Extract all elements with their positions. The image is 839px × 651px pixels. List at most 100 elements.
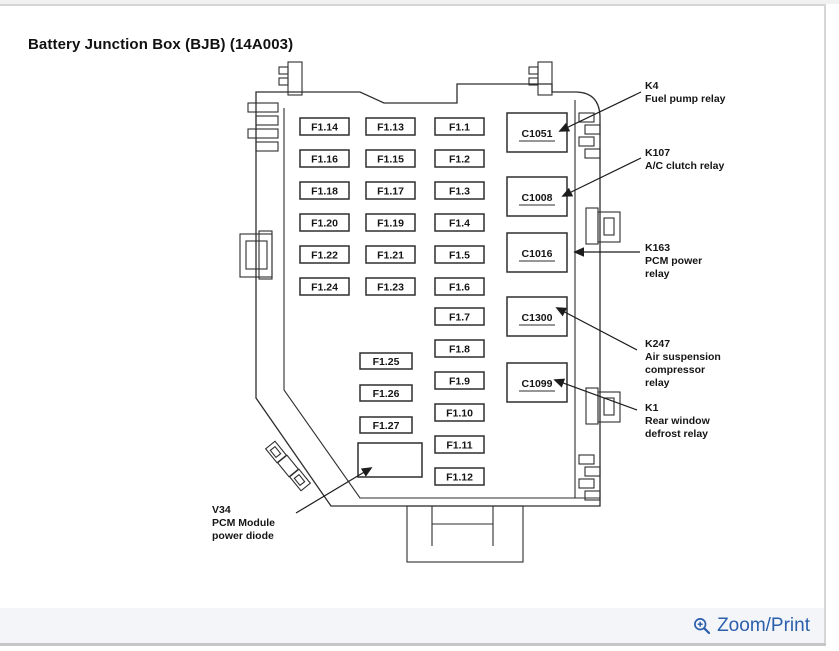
- relay-desc: relay: [645, 377, 670, 389]
- connector-c1008: C1008: [506, 176, 568, 217]
- fuse-label: F1.14: [311, 122, 338, 134]
- relay-id: K107: [645, 147, 670, 159]
- fuse-label: F1.4: [449, 218, 470, 230]
- fuse-f1-26: F1.26: [359, 384, 413, 402]
- callout-k4: K4 Fuel pump relay: [645, 80, 726, 105]
- fuse-label: F1.1: [449, 122, 470, 134]
- fuse-f1-13: F1.13: [365, 117, 416, 136]
- fuse-f1-6: F1.6: [434, 277, 485, 296]
- fuse-column: F1.7 F1.8 F1.9 F1.10 F1.11 F1.12: [434, 307, 485, 486]
- connector-label: C1300: [522, 312, 553, 324]
- diode-id: V34: [212, 504, 231, 516]
- fuse-label: F1.23: [377, 282, 404, 294]
- fuse-label: F1.9: [449, 376, 470, 388]
- fuse-label: F1.15: [377, 154, 404, 166]
- diode-desc: PCM Module: [212, 517, 275, 529]
- footer-bar: Zoom/Print: [0, 608, 824, 643]
- connector-column: C1051 C1008 C1016 C1300 C1099: [506, 112, 568, 403]
- connector-label: C1051: [522, 128, 553, 140]
- callout-k107: K107 A/C clutch relay: [645, 147, 725, 172]
- fuse-f1-9: F1.9: [434, 371, 485, 390]
- connector-c1016: C1016: [506, 232, 568, 273]
- relay-callouts: K4 Fuel pump relay K107 A/C clutch relay…: [212, 80, 726, 542]
- relay-desc: A/C clutch relay: [645, 160, 725, 172]
- fuse-label: F1.8: [449, 344, 470, 356]
- fuse-label: F1.5: [449, 250, 470, 262]
- fuse-label: F1.24: [311, 282, 338, 294]
- fuse-mid-column: F1.25 F1.26 F1.27: [359, 352, 413, 434]
- fuse-label: F1.12: [446, 472, 473, 484]
- fuse-label: F1.13: [377, 122, 404, 134]
- callout-v34: V34 PCM Module power diode: [212, 504, 275, 542]
- page-title: Battery Junction Box (BJB) (14A003): [28, 36, 294, 53]
- callout-k247: K247 Air suspension compressor relay: [645, 338, 721, 389]
- connector-label: C1099: [522, 378, 553, 390]
- fuse-f1-1: F1.1: [434, 117, 485, 136]
- fuse-f1-27: F1.27: [359, 416, 413, 434]
- fuse-label: F1.3: [449, 186, 470, 198]
- relay-desc: compressor: [645, 364, 705, 376]
- fuse-f1-22: F1.22: [299, 245, 350, 264]
- fuse-f1-19: F1.19: [365, 213, 416, 232]
- fuse-f1-16: F1.16: [299, 149, 350, 168]
- relay-id: K163: [645, 242, 670, 254]
- diode-desc: power diode: [212, 530, 274, 542]
- card-border-top: [0, 4, 826, 6]
- fuse-f1-20: F1.20: [299, 213, 350, 232]
- connector-c1099: C1099: [506, 362, 568, 403]
- relay-id: K247: [645, 338, 670, 350]
- fuse-f1-5: F1.5: [434, 245, 485, 264]
- connector-c1051: C1051: [506, 112, 568, 153]
- relay-desc: Fuel pump relay: [645, 93, 726, 105]
- fuse-label: F1.11: [446, 440, 472, 452]
- connector-c1300: C1300: [506, 296, 568, 337]
- page-top-strip: [0, 0, 839, 4]
- fuse-f1-3: F1.3: [434, 181, 485, 200]
- fuse-f1-23: F1.23: [365, 277, 416, 296]
- fuse-label: F1.20: [311, 218, 338, 230]
- fuse-f1-17: F1.17: [365, 181, 416, 200]
- fuse-f1-21: F1.21: [365, 245, 416, 264]
- fuse-f1-4: F1.4: [434, 213, 485, 232]
- callout-k163: K163 PCM power relay: [645, 242, 702, 280]
- fuse-f1-18: F1.18: [299, 181, 350, 200]
- fuse-label: F1.22: [311, 250, 338, 262]
- zoom-print-label: Zoom/Print: [717, 614, 810, 636]
- relay-id: K1: [645, 402, 659, 414]
- connector-label: C1008: [522, 192, 553, 204]
- fuse-label: F1.25: [373, 356, 400, 368]
- connector-label: C1016: [522, 248, 553, 260]
- relay-desc: Air suspension: [645, 351, 721, 363]
- fuse-label: F1.6: [449, 282, 470, 294]
- relay-desc: defrost relay: [645, 428, 708, 440]
- fuse-label: F1.21: [377, 250, 404, 262]
- diode-box-v34: [357, 442, 423, 478]
- fuse-label: F1.18: [311, 186, 338, 198]
- fuse-f1-10: F1.10: [434, 403, 485, 422]
- fuse-f1-11: F1.11: [434, 435, 485, 454]
- fuse-label: F1.16: [311, 154, 338, 166]
- callout-arrows: [295, 91, 642, 514]
- fuse-label: F1.10: [446, 408, 473, 420]
- fuse-f1-8: F1.8: [434, 339, 485, 358]
- card-border-bottom: [0, 643, 826, 646]
- fuse-f1-25: F1.25: [359, 352, 413, 370]
- fuse-label: F1.27: [373, 420, 400, 432]
- fuse-label: F1.26: [373, 388, 400, 400]
- fusebox-outline-art: [239, 61, 621, 563]
- relay-desc: relay: [645, 268, 670, 280]
- relay-desc: Rear window: [645, 415, 711, 427]
- fuse-f1-2: F1.2: [434, 149, 485, 168]
- bjb-diagram: F1.14 F1.13 F1.1 F1.16 F1.15 F1.2 F1.18 …: [212, 61, 726, 563]
- fuse-label: F1.19: [377, 218, 404, 230]
- fuse-f1-15: F1.15: [365, 149, 416, 168]
- fuse-label: F1.17: [377, 186, 404, 198]
- fuse-label: F1.2: [449, 154, 470, 166]
- relay-desc: PCM power: [645, 255, 702, 267]
- fuse-grid: F1.14 F1.13 F1.1 F1.16 F1.15 F1.2 F1.18 …: [299, 117, 485, 296]
- relay-id: K4: [645, 80, 659, 92]
- fuse-f1-12: F1.12: [434, 467, 485, 486]
- zoom-print-link[interactable]: Zoom/Print: [693, 615, 810, 637]
- card-border-right: [824, 4, 826, 646]
